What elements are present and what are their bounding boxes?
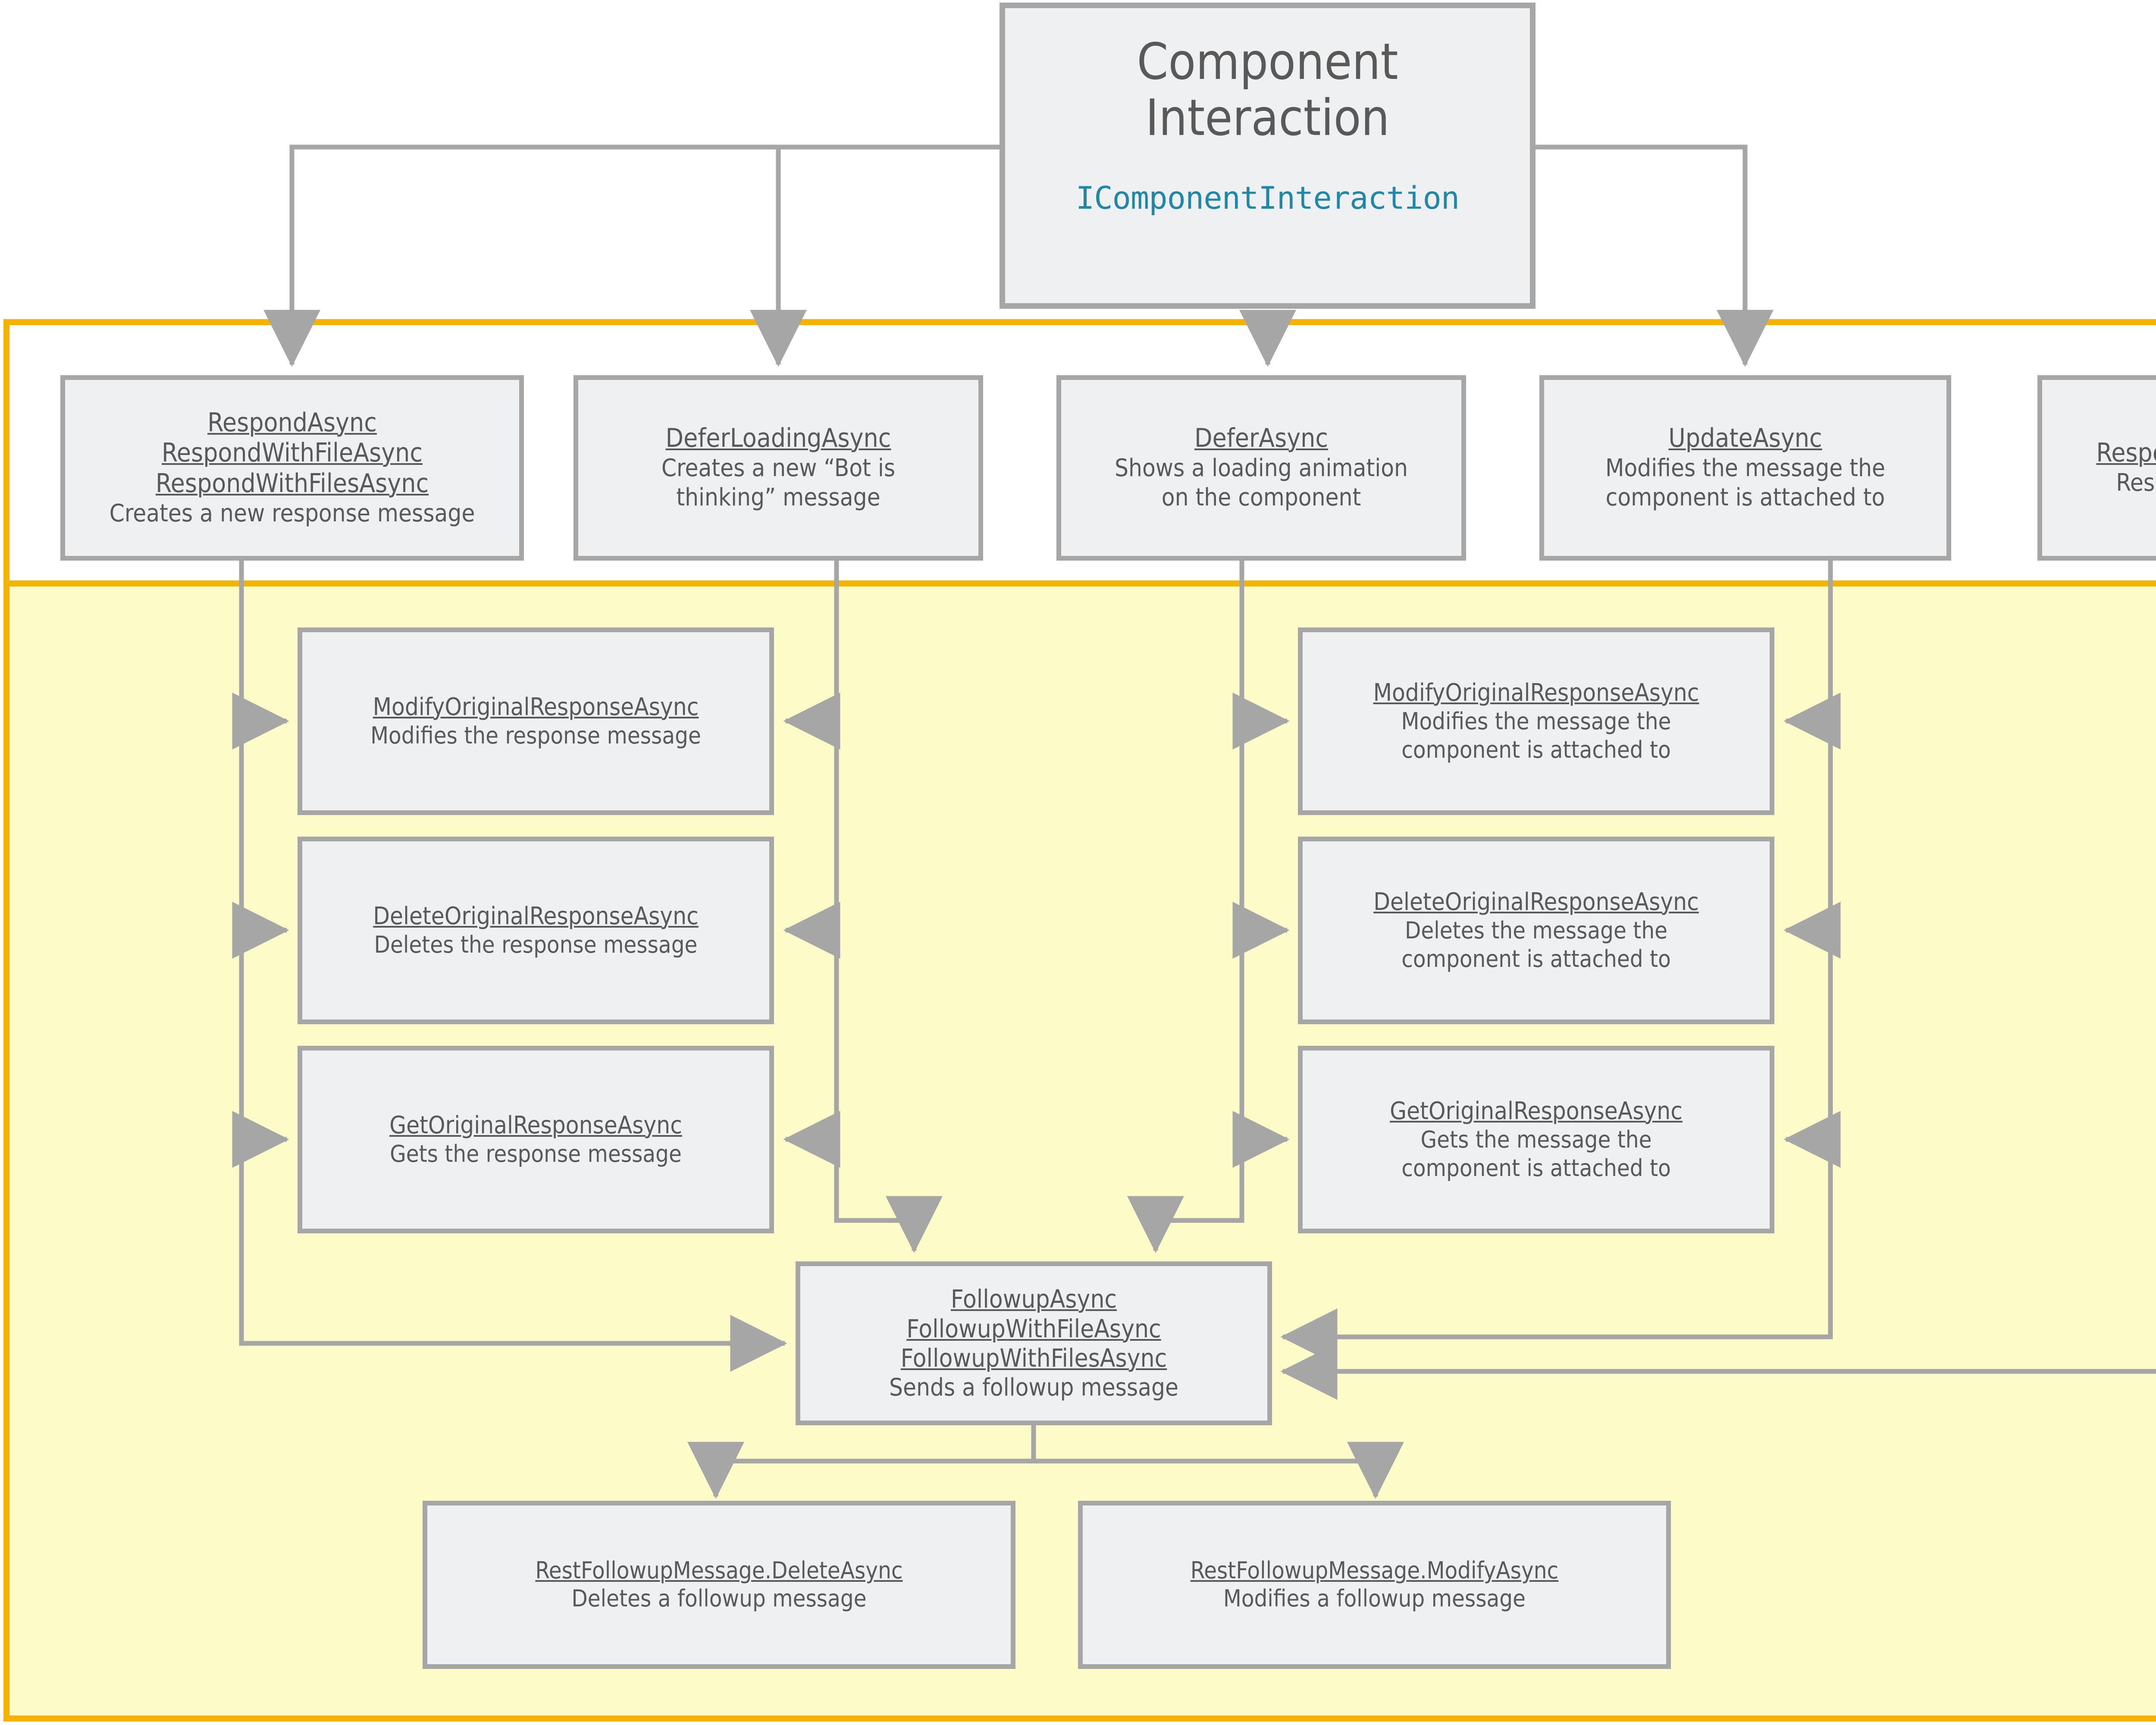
method-description: Creates a new response message xyxy=(109,499,475,528)
method-name: FollowupWithFileAsync xyxy=(906,1314,1161,1343)
method-name: DeferAsync xyxy=(1194,423,1329,454)
node-followup-async[interactable]: FollowupAsync FollowupWithFileAsync Foll… xyxy=(796,1261,1272,1425)
method-description: component is attached to xyxy=(1401,736,1671,763)
method-description: Creates a new “Bot is xyxy=(661,454,896,483)
method-name: GetOriginalResponseAsync xyxy=(1390,1097,1683,1125)
node-respond-async[interactable]: RespondAsync RespondWithFileAsync Respon… xyxy=(60,375,524,561)
node-rest-followup-message-modify-async[interactable]: RestFollowupMessage.ModifyAsync Modifies… xyxy=(1078,1501,1671,1669)
method-description: Gets the response message xyxy=(390,1140,682,1167)
node-delete-original-response-left[interactable]: DeleteOriginalResponseAsync Deletes the … xyxy=(298,837,774,1024)
method-description: Modifies the message the xyxy=(1605,454,1886,483)
method-description: thinking” message xyxy=(676,483,881,512)
node-modify-original-response-mid[interactable]: ModifyOriginalResponseAsync Modifies the… xyxy=(1298,627,1774,815)
method-description: on the component xyxy=(1161,483,1361,512)
root-interface-name: IComponentInteraction xyxy=(1075,179,1460,216)
method-description: component is attached to xyxy=(1605,483,1885,512)
method-description: Deletes a followup message xyxy=(571,1584,867,1612)
method-name: ModifyOriginalResponseAsync xyxy=(1373,678,1699,707)
method-description: Gets the message the xyxy=(1420,1126,1652,1153)
method-name: RespondWithFileAsync xyxy=(161,438,423,468)
method-description: Modifies the message the xyxy=(1401,707,1671,735)
method-description: Deletes the response message xyxy=(374,931,698,958)
method-name: DeferLoadingAsync xyxy=(665,423,891,454)
node-delete-original-response-mid[interactable]: DeleteOriginalResponseAsync Deletes the … xyxy=(1298,837,1774,1024)
method-description: Modifies a followup message xyxy=(1223,1584,1526,1612)
node-update-async[interactable]: UpdateAsync Modifies the message the com… xyxy=(1539,375,1951,561)
node-component-interaction[interactable]: Component Interaction IComponentInteract… xyxy=(1000,3,1536,309)
method-name: RespondWithModalAsync xyxy=(2096,438,2156,468)
method-description: Responds with a modal xyxy=(2116,469,2156,497)
root-title-line2: Interaction xyxy=(1145,88,1390,147)
method-name: DeleteOriginalResponseAsync xyxy=(373,902,699,930)
node-respond-with-modal-async[interactable]: RespondWithModalAsync Responds with a mo… xyxy=(2037,375,2156,561)
method-name: RespondWithFilesAsync xyxy=(155,468,429,499)
method-description: Shows a loading animation xyxy=(1115,454,1408,483)
node-modify-original-response-left[interactable]: ModifyOriginalResponseAsync Modifies the… xyxy=(298,627,774,815)
method-name: GetOriginalResponseAsync xyxy=(389,1111,682,1139)
node-defer-async[interactable]: DeferAsync Shows a loading animation on … xyxy=(1056,375,1466,561)
method-name: RestFollowupMessage.ModifyAsync xyxy=(1190,1557,1559,1584)
method-description: Modifies the response message xyxy=(370,721,701,749)
method-name: UpdateAsync xyxy=(1668,423,1822,454)
node-get-original-response-left[interactable]: GetOriginalResponseAsync Gets the respon… xyxy=(298,1046,774,1233)
method-name: RespondAsync xyxy=(207,407,377,438)
node-get-original-response-mid[interactable]: GetOriginalResponseAsync Gets the messag… xyxy=(1298,1046,1774,1233)
method-name: FollowupWithFilesAsync xyxy=(900,1343,1167,1373)
method-name: ModifyOriginalResponseAsync xyxy=(373,693,699,721)
method-description: component is attached to xyxy=(1401,945,1671,972)
method-name: RestFollowupMessage.DeleteAsync xyxy=(535,1557,903,1584)
method-name: DeleteOriginalResponseAsync xyxy=(1373,888,1699,916)
node-rest-followup-message-delete-async[interactable]: RestFollowupMessage.DeleteAsync Deletes … xyxy=(423,1501,1015,1669)
method-description: Sends a followup message xyxy=(889,1373,1178,1402)
method-description: Deletes the message the xyxy=(1404,916,1668,944)
root-title-line1: Component xyxy=(1137,33,1398,91)
method-description: component is attached to xyxy=(1401,1154,1671,1182)
method-name: FollowupAsync xyxy=(950,1284,1117,1314)
node-defer-loading-async[interactable]: DeferLoadingAsync Creates a new “Bot is … xyxy=(573,375,983,561)
